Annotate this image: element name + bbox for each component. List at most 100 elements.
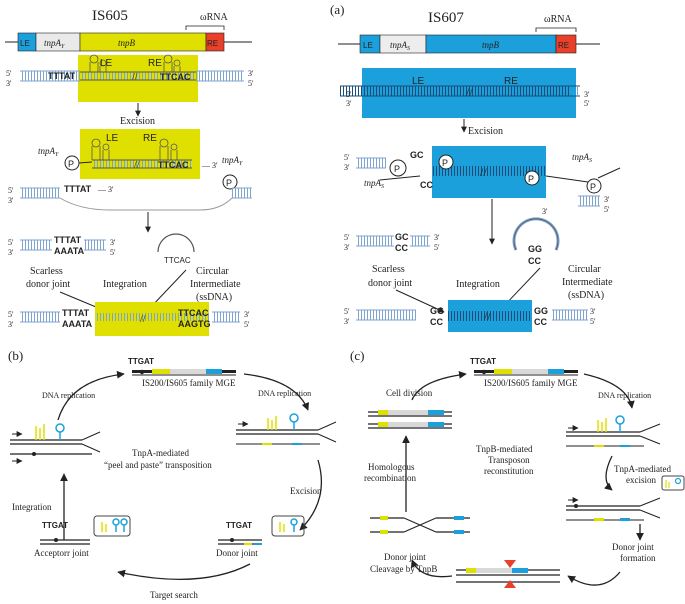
svg-text:5': 5' (590, 317, 596, 326)
svg-text:5': 5' (434, 243, 440, 252)
panel-c: (c) TTGAT IS200/IS605 family MGE Cell di… (350, 348, 685, 588)
is605-row1-5prime: 5' (6, 69, 12, 78)
c-daughter-chromosomes (368, 410, 452, 429)
is605-tnpb-label: tnpB (118, 38, 136, 48)
is607-ssdna: (ssDNA) (568, 290, 604, 301)
b-center-1: TnpA-mediated (132, 448, 189, 458)
b-fork-left (10, 423, 101, 464)
b-ttgat-left: TTGAT (42, 521, 68, 530)
is607-p-3 (524, 170, 540, 186)
is605-title: IS605 (92, 8, 128, 24)
svg-text:5': 5' (8, 238, 14, 247)
svg-text:5': 5' (344, 233, 350, 242)
c-cleavage (456, 560, 560, 588)
is605-ssdna: (ssDNA) (196, 292, 232, 303)
svg-text:3': 3' (346, 99, 352, 108)
is605-section: IS605 LE tnpAY tnpB RE ωRNA LE RE (5, 8, 254, 336)
svg-text:5': 5' (8, 310, 14, 319)
is605-le-label: LE (20, 39, 30, 48)
c-homologous: Homologous (368, 462, 415, 472)
svg-text:3': 3' (8, 248, 14, 257)
is607-int-gg-left: GG (430, 306, 444, 316)
svg-text:3': 3' (248, 69, 254, 78)
is607-int-cc-right: CC (534, 317, 547, 327)
is607-p-4 (586, 178, 602, 194)
svg-text:3': 3' (8, 196, 14, 205)
c-dna-replication: DNA replication (598, 391, 651, 400)
c-donor-formation (566, 497, 661, 521)
is605-circular: Circular (196, 266, 229, 277)
is607-integration: Integration (456, 279, 500, 290)
is607-int-gg-right: GG (534, 306, 548, 316)
c-replication-fork (566, 415, 661, 447)
is605-donor-top: TTTAT (54, 235, 82, 245)
c-cleavage-2: Cleavage by TnpB (370, 564, 437, 574)
is607-row1-le: LE (412, 76, 425, 87)
svg-text:3': 3' (344, 243, 350, 252)
svg-text:3': 3' (434, 233, 440, 242)
svg-text:— 3': — 3' (201, 161, 218, 170)
is607-excision-label: Excision (468, 126, 503, 137)
is605-row1-re: RE (148, 58, 162, 69)
c-recombination: recombination (364, 473, 416, 483)
is607-scarless: Scarless (372, 264, 405, 275)
svg-text:3': 3' (110, 238, 116, 247)
is605-donor-bottom: AAATA (54, 246, 85, 256)
svg-text://: // (132, 72, 138, 83)
svg-text:5': 5' (110, 248, 116, 257)
is605-row2-le: LE (106, 133, 119, 144)
is607-tnpb-label: tnpB (482, 40, 500, 50)
svg-text:P: P (590, 182, 596, 192)
is605-row1-le: LE (100, 58, 113, 69)
svg-text:5': 5' (244, 320, 250, 329)
svg-text:5': 5' (344, 307, 350, 316)
is605-row2-re: RE (143, 133, 157, 144)
is607-donor-joint: donor joint (368, 278, 412, 289)
is605-scarless: Scarless (30, 266, 63, 277)
c-center-3: reconstitution (484, 466, 534, 476)
is605-excision-label: Excision (120, 116, 155, 127)
is605-tnpa-left: tnpA (38, 146, 56, 156)
is605-row1-seq-right: TTCAC (160, 72, 191, 82)
is607-int-cc-left: CC (430, 317, 443, 327)
c-homologous-crossing (370, 516, 470, 534)
is607-row2-cc: CC (420, 180, 433, 190)
b-donor-joint: TTGAT Donor joint (216, 515, 305, 558)
svg-text:3': 3' (584, 90, 590, 99)
is607-re-box (555, 34, 577, 54)
svg-text:5': 5' (344, 153, 350, 162)
b-acceptor-label: Acceptorr joint (34, 548, 89, 558)
b-acceptor-joint: TTGAT Acceptorr joint (34, 515, 131, 558)
is605-row1-seq-left: TTTAT (48, 71, 76, 81)
b-fork-right (236, 413, 337, 445)
is607-donor-cc: CC (395, 243, 408, 253)
is605-int-right-bottom: AAGTG (178, 319, 211, 329)
is605-tnpa-right: tnpA (222, 155, 240, 165)
b-ttgat-right: TTGAT (226, 521, 252, 530)
svg-text:3': 3' (344, 163, 350, 172)
svg-text:— 3': — 3' (97, 185, 114, 194)
is607-p-2 (438, 154, 454, 170)
svg-text:tnpAY: tnpAY (38, 146, 59, 158)
is607-row1-re: RE (504, 76, 518, 87)
is605-intermediate: Intermediate (190, 279, 241, 290)
c-mge-label: IS200/IS605 family MGE (484, 378, 578, 388)
b-excision: Excision (290, 486, 322, 496)
svg-text:3': 3' (8, 320, 14, 329)
b-mge-label: IS200/IS605 family MGE (142, 378, 236, 388)
c-cell-division: Cell division (386, 388, 433, 398)
c-formation-2: formation (620, 553, 656, 563)
c-cleavage-1: Donor joint (384, 552, 426, 562)
svg-text:5': 5' (248, 79, 254, 88)
is607-donor-gc: GC (395, 232, 409, 242)
svg-text:3': 3' (604, 195, 610, 204)
b-dna-replication-right: DNA replication (258, 389, 311, 398)
svg-text:3': 3' (244, 310, 250, 319)
is605-donor-joint: donor joint (26, 279, 70, 290)
is605-int-left-top: TTTAT (62, 308, 90, 318)
c-tnpa-excision-1: TnpA-mediated (614, 464, 671, 474)
svg-text:P: P (442, 158, 448, 168)
is605-orna-label: ωRNA (200, 12, 228, 23)
svg-text:tnpAY: tnpAY (222, 155, 243, 167)
